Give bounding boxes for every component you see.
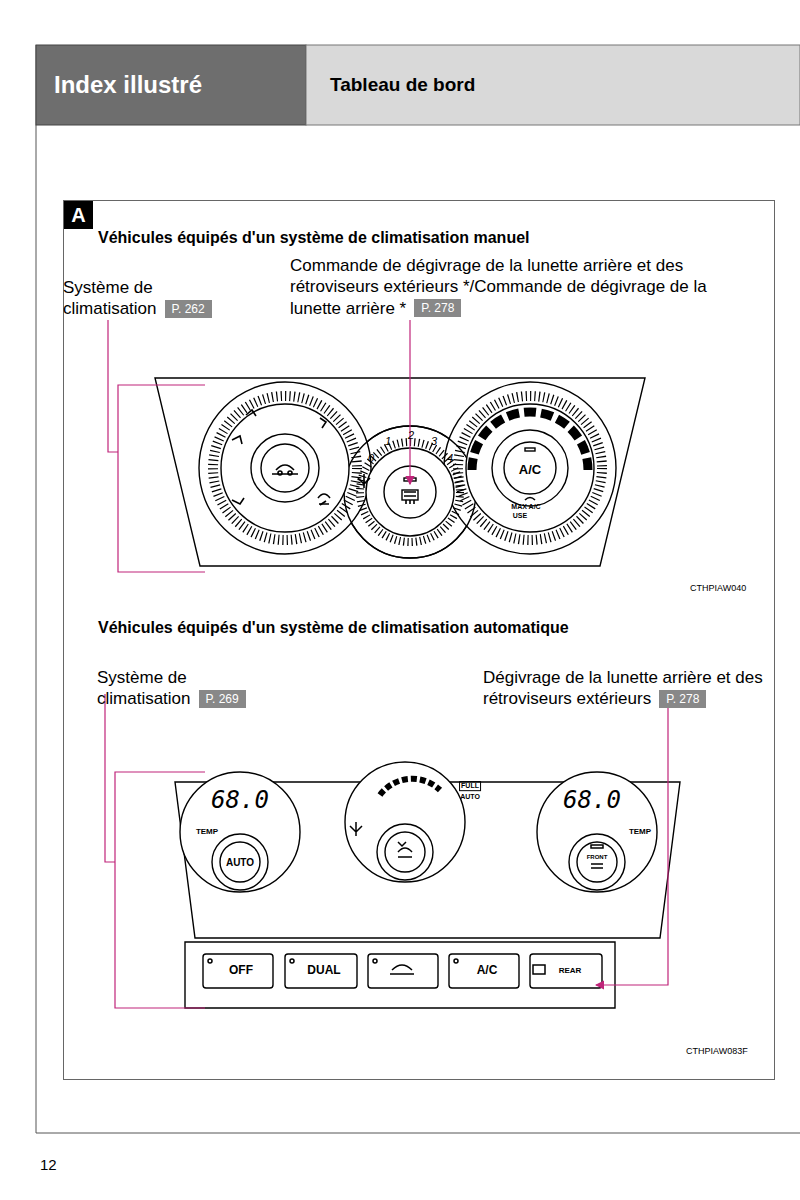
manual-panel: [155, 378, 645, 566]
section-heading: Véhicules équipés d'un système de climat…: [98, 619, 569, 637]
page-ref: P. 262: [172, 301, 205, 317]
dial-mark: USE: [513, 512, 527, 520]
button-label: A/C: [477, 964, 498, 977]
auto-symbols: [208, 779, 603, 974]
callout-text: Commande de dégivrage de la lunette arri…: [290, 255, 758, 319]
button-label: DUAL: [307, 964, 340, 977]
dial-mark: TEMP: [629, 828, 651, 837]
figure-letter: A: [64, 201, 93, 229]
page-ref-tag: P. 269: [199, 690, 246, 708]
fan-speed: 2: [408, 429, 414, 441]
node-text: A: [71, 204, 85, 227]
fan-speed: 4: [447, 452, 453, 464]
section-subtitle: Tableau de bord: [306, 45, 800, 125]
section-heading: Véhicules équipés d'un système de climat…: [98, 229, 530, 247]
button-label: OFF: [229, 964, 253, 977]
page-ref-tag: P. 278: [414, 299, 461, 317]
section-tab: Index illustré: [36, 45, 306, 125]
page-number: 12: [40, 1156, 57, 1175]
header-light-tab: [306, 45, 800, 125]
figure-code: CTHPIAW040: [690, 583, 746, 594]
page-ref: P. 269: [206, 691, 239, 707]
dial-mark: FULL: [459, 781, 481, 791]
page-ref: P. 278: [666, 691, 699, 707]
dial-mark: TEMP: [196, 828, 218, 837]
node-text: Index illustré: [54, 71, 202, 99]
button-label: REAR: [559, 967, 582, 976]
fan-speed: 0: [368, 452, 374, 464]
dial-mark: AUTO: [460, 793, 480, 801]
fan-speed: 3: [431, 435, 437, 447]
page-ref-tag: P. 262: [165, 300, 212, 318]
fan-speed: 1: [385, 435, 391, 447]
page-ref: P. 278: [421, 300, 454, 316]
temp-display: 68.0: [211, 787, 269, 813]
page-ref-tag: P. 278: [659, 690, 706, 708]
figure-code: CTHPIAW083F: [686, 1046, 748, 1057]
button-label: A/C: [519, 463, 541, 477]
dial-mark: MAX A/C: [511, 503, 540, 511]
manual-leaders: [108, 320, 410, 572]
dial-mark: FRONT: [587, 854, 608, 861]
callout-text: Système de climatisation: [97, 667, 209, 710]
callout-text: Dégivrage de la lunette arrière et des r…: [483, 667, 783, 710]
figure-frame: Véhicules équipés d'un système de climat…: [63, 200, 775, 1080]
manual-symbols: [232, 410, 535, 505]
header-dark-tab: [36, 45, 306, 125]
button-label: AUTO: [226, 857, 254, 868]
page-border: [36, 45, 800, 1133]
callout-text: Système de climatisation: [63, 277, 175, 320]
node-text: Tableau de bord: [330, 74, 475, 96]
temp-display: 68.0: [563, 787, 621, 813]
auto-panel: [175, 762, 680, 1008]
auto-leaders: [105, 694, 668, 1008]
